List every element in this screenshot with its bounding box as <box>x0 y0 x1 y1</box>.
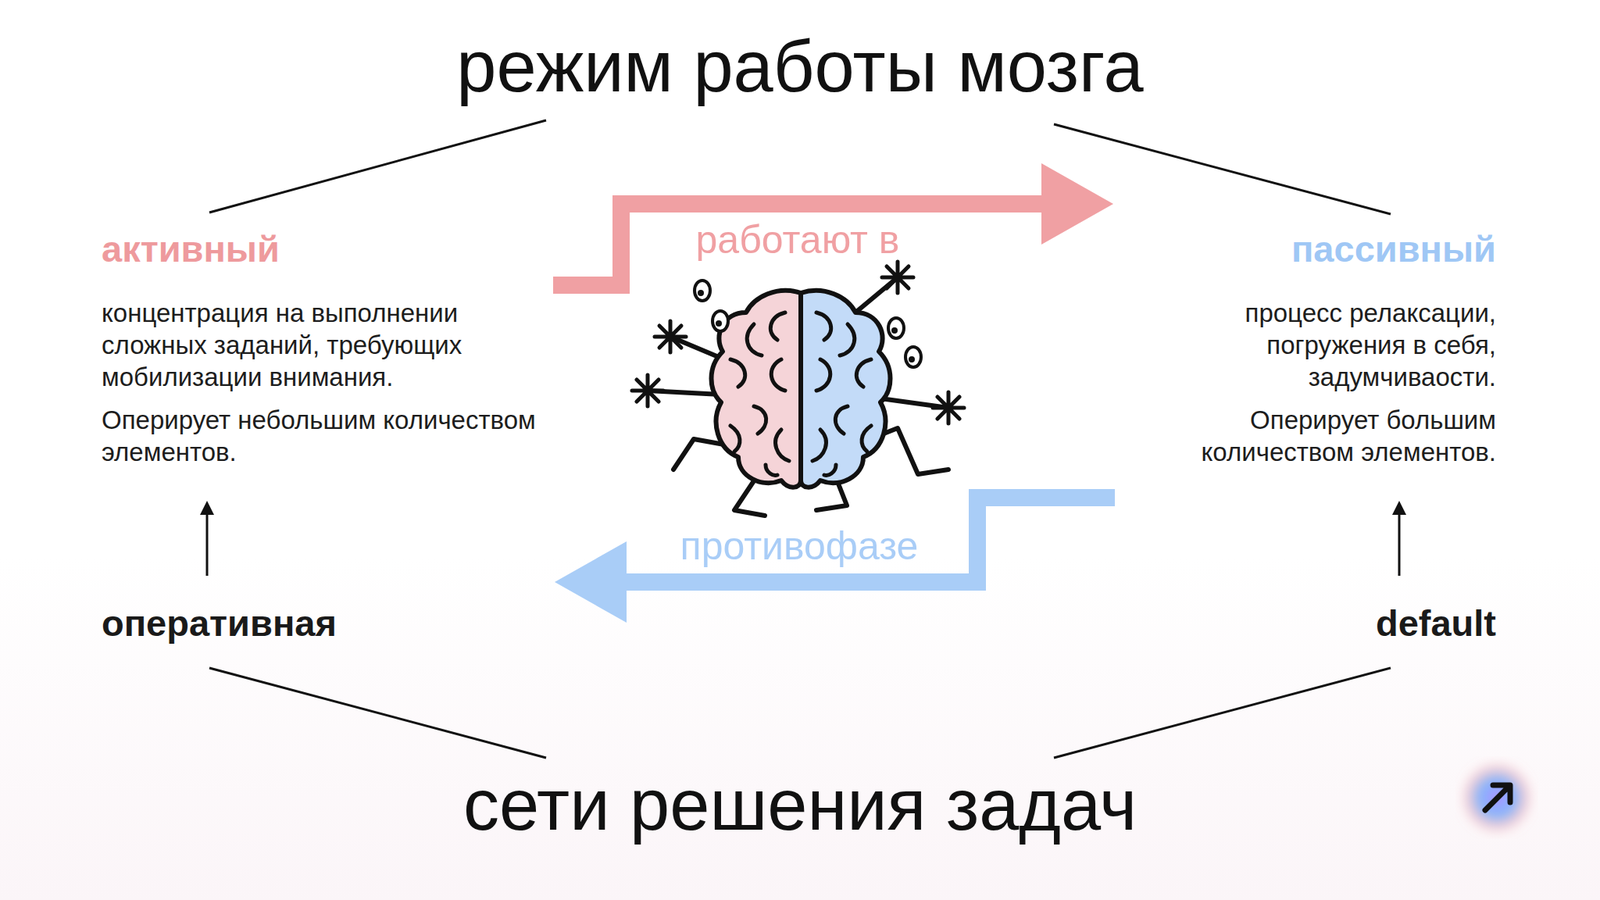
logo-icon <box>1462 763 1532 833</box>
title-leader-lines <box>209 667 547 758</box>
brain-eyes <box>715 320 722 327</box>
arrow-head <box>1041 163 1114 245</box>
text-group: пассивный процесс релаксации, погружения … <box>1119 223 1503 473</box>
connector-arrow <box>1392 500 1407 576</box>
text-group: оперативная <box>95 597 343 650</box>
connector-arrow <box>553 163 1114 286</box>
brain-left-half <box>711 290 802 488</box>
connector-arrow <box>200 500 215 576</box>
mode-note: Оперирует большим количеством элементов. <box>1125 403 1497 468</box>
title-leader-lines <box>209 120 547 213</box>
connector-line <box>625 497 1115 583</box>
brain-figure <box>632 261 965 516</box>
mode-heading: активный <box>101 228 543 271</box>
brain-eyes <box>888 317 904 339</box>
mode-heading: пассивный <box>1125 228 1497 271</box>
logo-icon <box>1485 785 1511 811</box>
edge-label: работают в <box>691 218 905 262</box>
brain-midline <box>798 292 804 483</box>
network-name: default <box>1375 602 1497 645</box>
connector-line <box>1398 513 1401 576</box>
brain-eyes <box>905 346 922 368</box>
connector-line <box>553 203 1043 286</box>
text-group: default <box>1369 597 1503 650</box>
arrow-head <box>1392 500 1407 515</box>
brain-limbs <box>734 479 765 516</box>
connector-arrow <box>554 497 1115 623</box>
diagram-caption: сети решения задач <box>0 761 1600 848</box>
mode-description: процесс релаксации, погружения в себя, з… <box>1125 296 1497 393</box>
brain-hands <box>932 392 965 424</box>
brain-hands <box>882 261 914 293</box>
brain-limbs <box>647 277 949 516</box>
mode-note: Оперирует небольшим количеством элементо… <box>101 403 543 468</box>
mode-description: концентрация на выполнении сложных задан… <box>101 296 543 393</box>
title-leader-lines <box>1053 667 1391 758</box>
brain-eyes <box>908 356 915 363</box>
brain-eyes <box>712 310 729 332</box>
text-group: активный концентрация на выполнении сложн… <box>95 223 549 473</box>
brain-eyes <box>694 280 711 301</box>
logo-icon <box>1462 763 1532 833</box>
edge-label: противофазе <box>675 525 924 568</box>
diagram-title: режим работы мозга <box>0 23 1600 110</box>
brain-eyes <box>694 280 922 368</box>
brain-right-half <box>800 290 891 488</box>
arrow-head <box>554 541 627 623</box>
brain-eyes <box>891 327 898 334</box>
brain-hands <box>654 321 686 353</box>
brain-eyes <box>697 289 704 297</box>
network-name: оперативная <box>101 602 337 645</box>
arrow-head <box>200 500 215 515</box>
brain-hands <box>632 375 664 407</box>
connector-line <box>206 513 209 576</box>
